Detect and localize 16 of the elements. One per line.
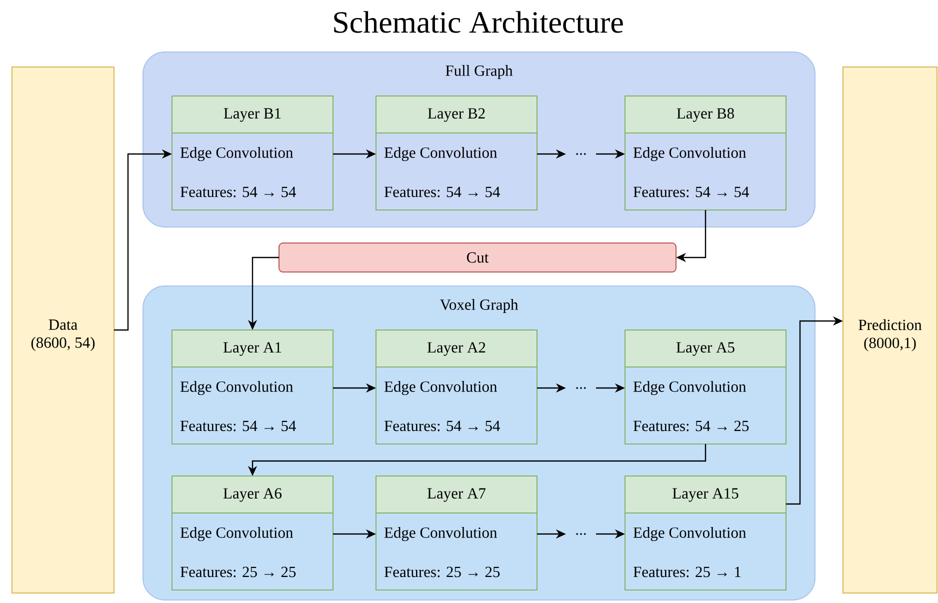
layer-box: Layer A6 Edge Convolution Features: 25 → 25 — [172, 476, 334, 590]
layer-box: Layer A5 Edge Convolution Features: 54 → 25 — [624, 330, 786, 444]
data-bar: Data (8600, 54) — [12, 66, 114, 594]
layer-box: Layer A1 Edge Convolution Features: 54 → 54 — [172, 330, 334, 444]
ellipsis: ... — [576, 153, 586, 155]
layer-box: Layer B8 Edge Convolution Features: 54 → 54 — [624, 96, 786, 210]
layer-box: Layer B2 Edge Convolution Features: 54 → 54 — [376, 96, 538, 210]
layer-box: Layer A15 Edge Convolution Features: 25 → 1 — [624, 476, 786, 590]
ellipsis: ... — [576, 387, 586, 389]
title: Schematic Architecture — [334, 11, 623, 33]
layer-box: Layer A2 Edge Convolution Features: 54 → 54 — [376, 330, 538, 444]
ellipsis: ... — [576, 533, 586, 535]
data-bar: Prediction (8000,1) — [842, 66, 938, 594]
layer-box: Layer B1 Edge Convolution Features: 54 → 54 — [172, 96, 334, 210]
layer-box: Layer A7 Edge Convolution Features: 25 → 25 — [376, 476, 538, 590]
cut-box: Cut — [278, 242, 676, 272]
